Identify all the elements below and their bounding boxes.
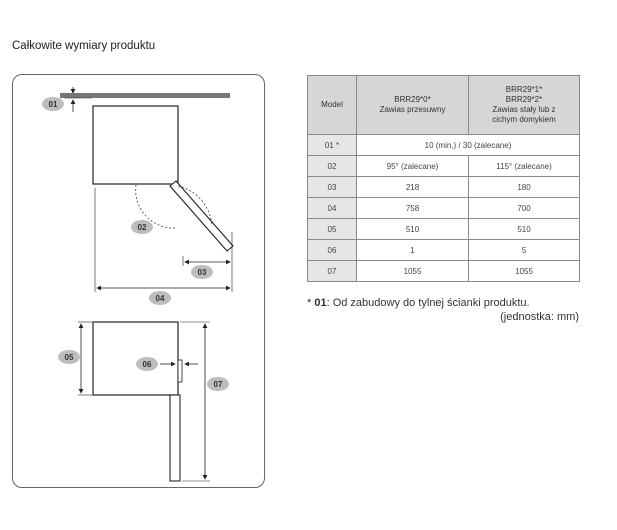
svg-text:05: 05 bbox=[65, 353, 74, 362]
dim-02-angle-arc bbox=[177, 185, 213, 227]
label-badge-03: 03 bbox=[191, 265, 213, 279]
svg-text:02: 02 bbox=[138, 223, 147, 232]
svg-text:04: 04 bbox=[156, 294, 165, 303]
table-row: 04 758 700 bbox=[307, 197, 580, 219]
header-col2-line3: Zawias stały lub z bbox=[492, 105, 556, 114]
label-badge-01: 01 bbox=[42, 97, 64, 111]
header-model-fixed-hinge: BRR29*1* BRR29*2* Zawias stały lub z cic… bbox=[468, 75, 580, 135]
row-value-col2: 5 bbox=[468, 239, 580, 261]
footnote-ref: 01 bbox=[314, 297, 327, 309]
dimensions-table: Model BRR29*0* Zawias przesuwny BRR29*1*… bbox=[307, 75, 580, 282]
row-label: 04 bbox=[307, 197, 357, 219]
row-label: 03 bbox=[307, 176, 357, 198]
header-model-slide-hinge: BRR29*0* Zawias przesuwny bbox=[356, 75, 469, 135]
table-row: 01 * 10 (min.) / 30 (zalecane) bbox=[307, 134, 580, 156]
dim-02-angle-arc-inner bbox=[135, 184, 177, 229]
label-badge-04: 04 bbox=[149, 291, 171, 305]
row-value-col1: 1055 bbox=[356, 260, 469, 282]
footnote: * 01: Od zabudowy do tylnej ścianki prod… bbox=[307, 297, 579, 323]
row-label: 06 bbox=[307, 239, 357, 261]
row-label: 01 * bbox=[307, 134, 357, 156]
row-value-merged: 10 (min.) / 30 (zalecane) bbox=[356, 134, 580, 156]
header-col2-line4: cichym domykiem bbox=[492, 115, 556, 124]
fridge-body-side-view bbox=[92, 321, 179, 396]
fridge-body-top-view bbox=[92, 105, 179, 185]
svg-text:07: 07 bbox=[214, 380, 223, 389]
row-label: 05 bbox=[307, 218, 357, 240]
header-col2-line1: BRR29*1* bbox=[505, 85, 543, 94]
page-title: Całkowite wymiary produktu bbox=[12, 40, 156, 52]
row-value-col1: 758 bbox=[356, 197, 469, 219]
footnote-text: : Od zabudowy do tylnej ścianki produktu… bbox=[326, 297, 530, 309]
table-row: 07 1055 1055 bbox=[307, 260, 580, 282]
label-badge-06: 06 bbox=[136, 357, 158, 371]
header-col1-line1: BRR29*0* bbox=[394, 95, 431, 104]
svg-text:06: 06 bbox=[143, 360, 152, 369]
row-value-col1: 1 bbox=[356, 239, 469, 261]
footnote-line: * 01: Od zabudowy do tylnej ścianki prod… bbox=[307, 297, 579, 309]
wall-top-view bbox=[60, 93, 230, 98]
table-row: 05 510 510 bbox=[307, 218, 580, 240]
table-header-row: Model BRR29*0* Zawias przesuwny BRR29*1*… bbox=[307, 75, 580, 135]
table-row: 02 95° (zalecane) 115° (zalecane) bbox=[307, 155, 580, 177]
label-badge-07: 07 bbox=[207, 377, 229, 391]
table-row: 06 1 5 bbox=[307, 239, 580, 261]
unit-note: (jednostka: mm) bbox=[500, 311, 579, 323]
door-open-top-view bbox=[169, 180, 234, 252]
row-value-col2: 115° (zalecane) bbox=[468, 155, 580, 177]
row-value-col2: 1055 bbox=[468, 260, 580, 282]
header-col1-line2: Zawias przesuwny bbox=[379, 105, 446, 114]
row-label: 02 bbox=[307, 155, 357, 177]
row-value-col1: 510 bbox=[356, 218, 469, 240]
hinge-side-view bbox=[177, 359, 183, 383]
label-badge-02: 02 bbox=[131, 220, 153, 234]
dimension-diagram-frame bbox=[12, 74, 265, 488]
table-row: 03 218 180 bbox=[307, 176, 580, 198]
row-label: 07 bbox=[307, 260, 357, 282]
row-value-col1: 95° (zalecane) bbox=[356, 155, 469, 177]
header-model: Model bbox=[307, 75, 357, 135]
row-value-col2: 700 bbox=[468, 197, 580, 219]
row-value-col2: 180 bbox=[468, 176, 580, 198]
svg-text:01: 01 bbox=[49, 100, 58, 109]
row-value-col2: 510 bbox=[468, 218, 580, 240]
label-badge-05: 05 bbox=[58, 350, 80, 364]
header-col2-line2: BRR29*2* bbox=[505, 95, 543, 104]
row-value-col1: 218 bbox=[356, 176, 469, 198]
door-side-view bbox=[169, 394, 181, 482]
svg-text:03: 03 bbox=[198, 268, 207, 277]
footnote-star: * bbox=[307, 297, 315, 309]
